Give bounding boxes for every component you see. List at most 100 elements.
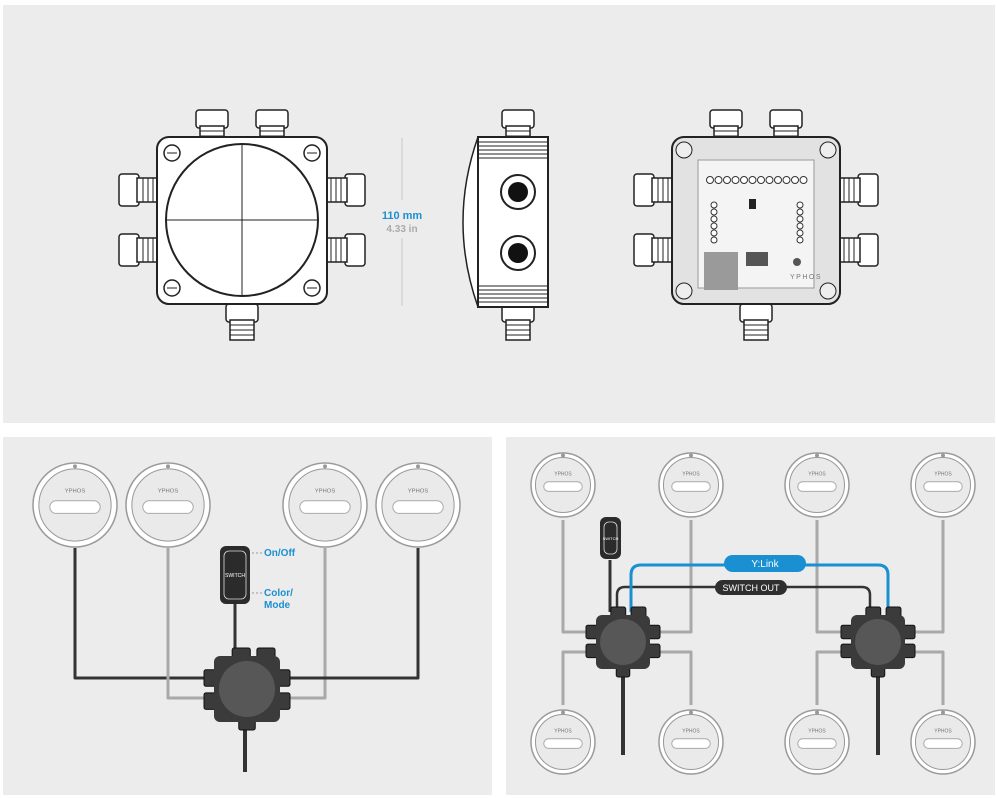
cable-gland <box>839 173 879 207</box>
brand-label: YPHOS <box>408 488 429 494</box>
gland-nut <box>633 173 655 207</box>
fuse-holder <box>746 252 768 266</box>
gland-body <box>326 177 348 203</box>
gland-nut <box>857 233 879 267</box>
fixture-lens <box>797 738 837 749</box>
terminal-screw <box>710 229 718 237</box>
fixture-lens <box>299 500 351 514</box>
terminal-screw <box>723 176 731 184</box>
light-fixture: YPHOS <box>910 452 976 518</box>
light-fixture: YPHOS <box>125 462 211 548</box>
switch-label: SWITCH <box>225 573 245 579</box>
light-fixture: YPHOS <box>32 462 118 548</box>
cable-gland <box>633 173 673 207</box>
fixture-screw <box>815 453 819 458</box>
cable-gland <box>739 303 773 341</box>
port-hole <box>508 243 528 263</box>
port-hole <box>508 182 528 202</box>
terminal-screw <box>796 236 804 244</box>
cable <box>815 520 852 634</box>
chip <box>749 199 756 209</box>
cable <box>905 520 945 634</box>
dimension-metric: 110 mm <box>382 210 423 222</box>
light-fixture: YPHOS <box>784 452 850 518</box>
terminal-screw <box>710 236 718 244</box>
leader-line <box>252 552 262 594</box>
cable <box>650 650 693 705</box>
screw-icon <box>675 282 693 300</box>
color-mode-label: Color/ <box>264 588 293 599</box>
gland-nut <box>118 173 140 207</box>
cable <box>815 650 852 705</box>
cable-gland <box>633 233 673 267</box>
brand-label: YPHOS <box>808 471 826 477</box>
brand-label: YPHOS <box>158 488 179 494</box>
terminal-screw <box>791 176 799 184</box>
cable-gland <box>326 173 366 207</box>
fixture-lens <box>142 500 194 514</box>
cable <box>650 520 693 634</box>
light-fixture: YPHOS <box>530 452 596 518</box>
switch-device <box>600 517 621 559</box>
terminal-screw <box>796 208 804 216</box>
fixture-lens <box>671 481 711 492</box>
screw-icon <box>819 282 837 300</box>
junction-hub <box>840 606 916 678</box>
terminal-screw <box>796 215 804 223</box>
terminal-screw <box>757 176 765 184</box>
terminal-screw <box>706 176 714 184</box>
brand-label: YPHOS <box>934 728 952 734</box>
fixture-screw <box>416 464 420 469</box>
gland-nut <box>857 173 879 207</box>
terminal-screw <box>710 201 718 209</box>
cable-gland <box>118 173 158 207</box>
fixture-screw <box>815 710 819 715</box>
fixture-lens <box>392 500 444 514</box>
terminal-screw <box>748 176 757 184</box>
terminal-screw <box>740 176 748 184</box>
brand-label: YPHOS <box>790 274 822 281</box>
light-fixture: YPHOS <box>282 462 368 548</box>
fixture-lens <box>797 481 837 492</box>
switch-rocker <box>603 521 618 555</box>
gland-body <box>136 237 158 263</box>
on-off-label: On/Off <box>264 548 296 559</box>
brand-label: YPHOS <box>808 728 826 734</box>
switch-device <box>220 546 250 604</box>
cable-gland <box>501 303 535 341</box>
fixture-screw <box>941 453 945 458</box>
cable <box>166 548 214 700</box>
fixture-screw <box>689 453 693 458</box>
fixture-screw <box>561 453 565 458</box>
light-fixture: YPHOS <box>784 709 850 775</box>
switch-out-pill <box>715 580 787 595</box>
gland-body <box>839 177 861 203</box>
fixture-screw <box>689 710 693 715</box>
brand-label: YPHOS <box>682 471 700 477</box>
terminal-screw <box>774 176 782 184</box>
terminal-screw <box>714 176 723 184</box>
brand-label: YPHOS <box>554 728 572 734</box>
hub-lid <box>600 619 646 665</box>
terminal-screw <box>710 208 718 216</box>
junction-box-side <box>477 136 549 308</box>
switch-out-label: SWITCH OUT <box>723 583 780 593</box>
connector-block <box>704 252 738 290</box>
gland-body <box>136 177 158 203</box>
terminal-screw <box>796 229 804 237</box>
hub-lid <box>855 619 901 665</box>
brand-label: YPHOS <box>554 471 572 477</box>
terminal-screw <box>799 176 808 184</box>
cable <box>905 650 945 705</box>
fixture-lens <box>923 738 963 749</box>
brand-label: YPHOS <box>65 488 86 494</box>
terminal-screw <box>710 222 718 230</box>
switch-label: SWITCH <box>603 536 619 541</box>
dimension-imperial: 4.33 in <box>386 224 417 235</box>
fixture-lens <box>49 500 101 514</box>
brand-label: YPHOS <box>315 488 336 494</box>
light-fixture: YPHOS <box>375 462 461 548</box>
junction-hub <box>203 647 291 731</box>
cable <box>280 548 327 700</box>
